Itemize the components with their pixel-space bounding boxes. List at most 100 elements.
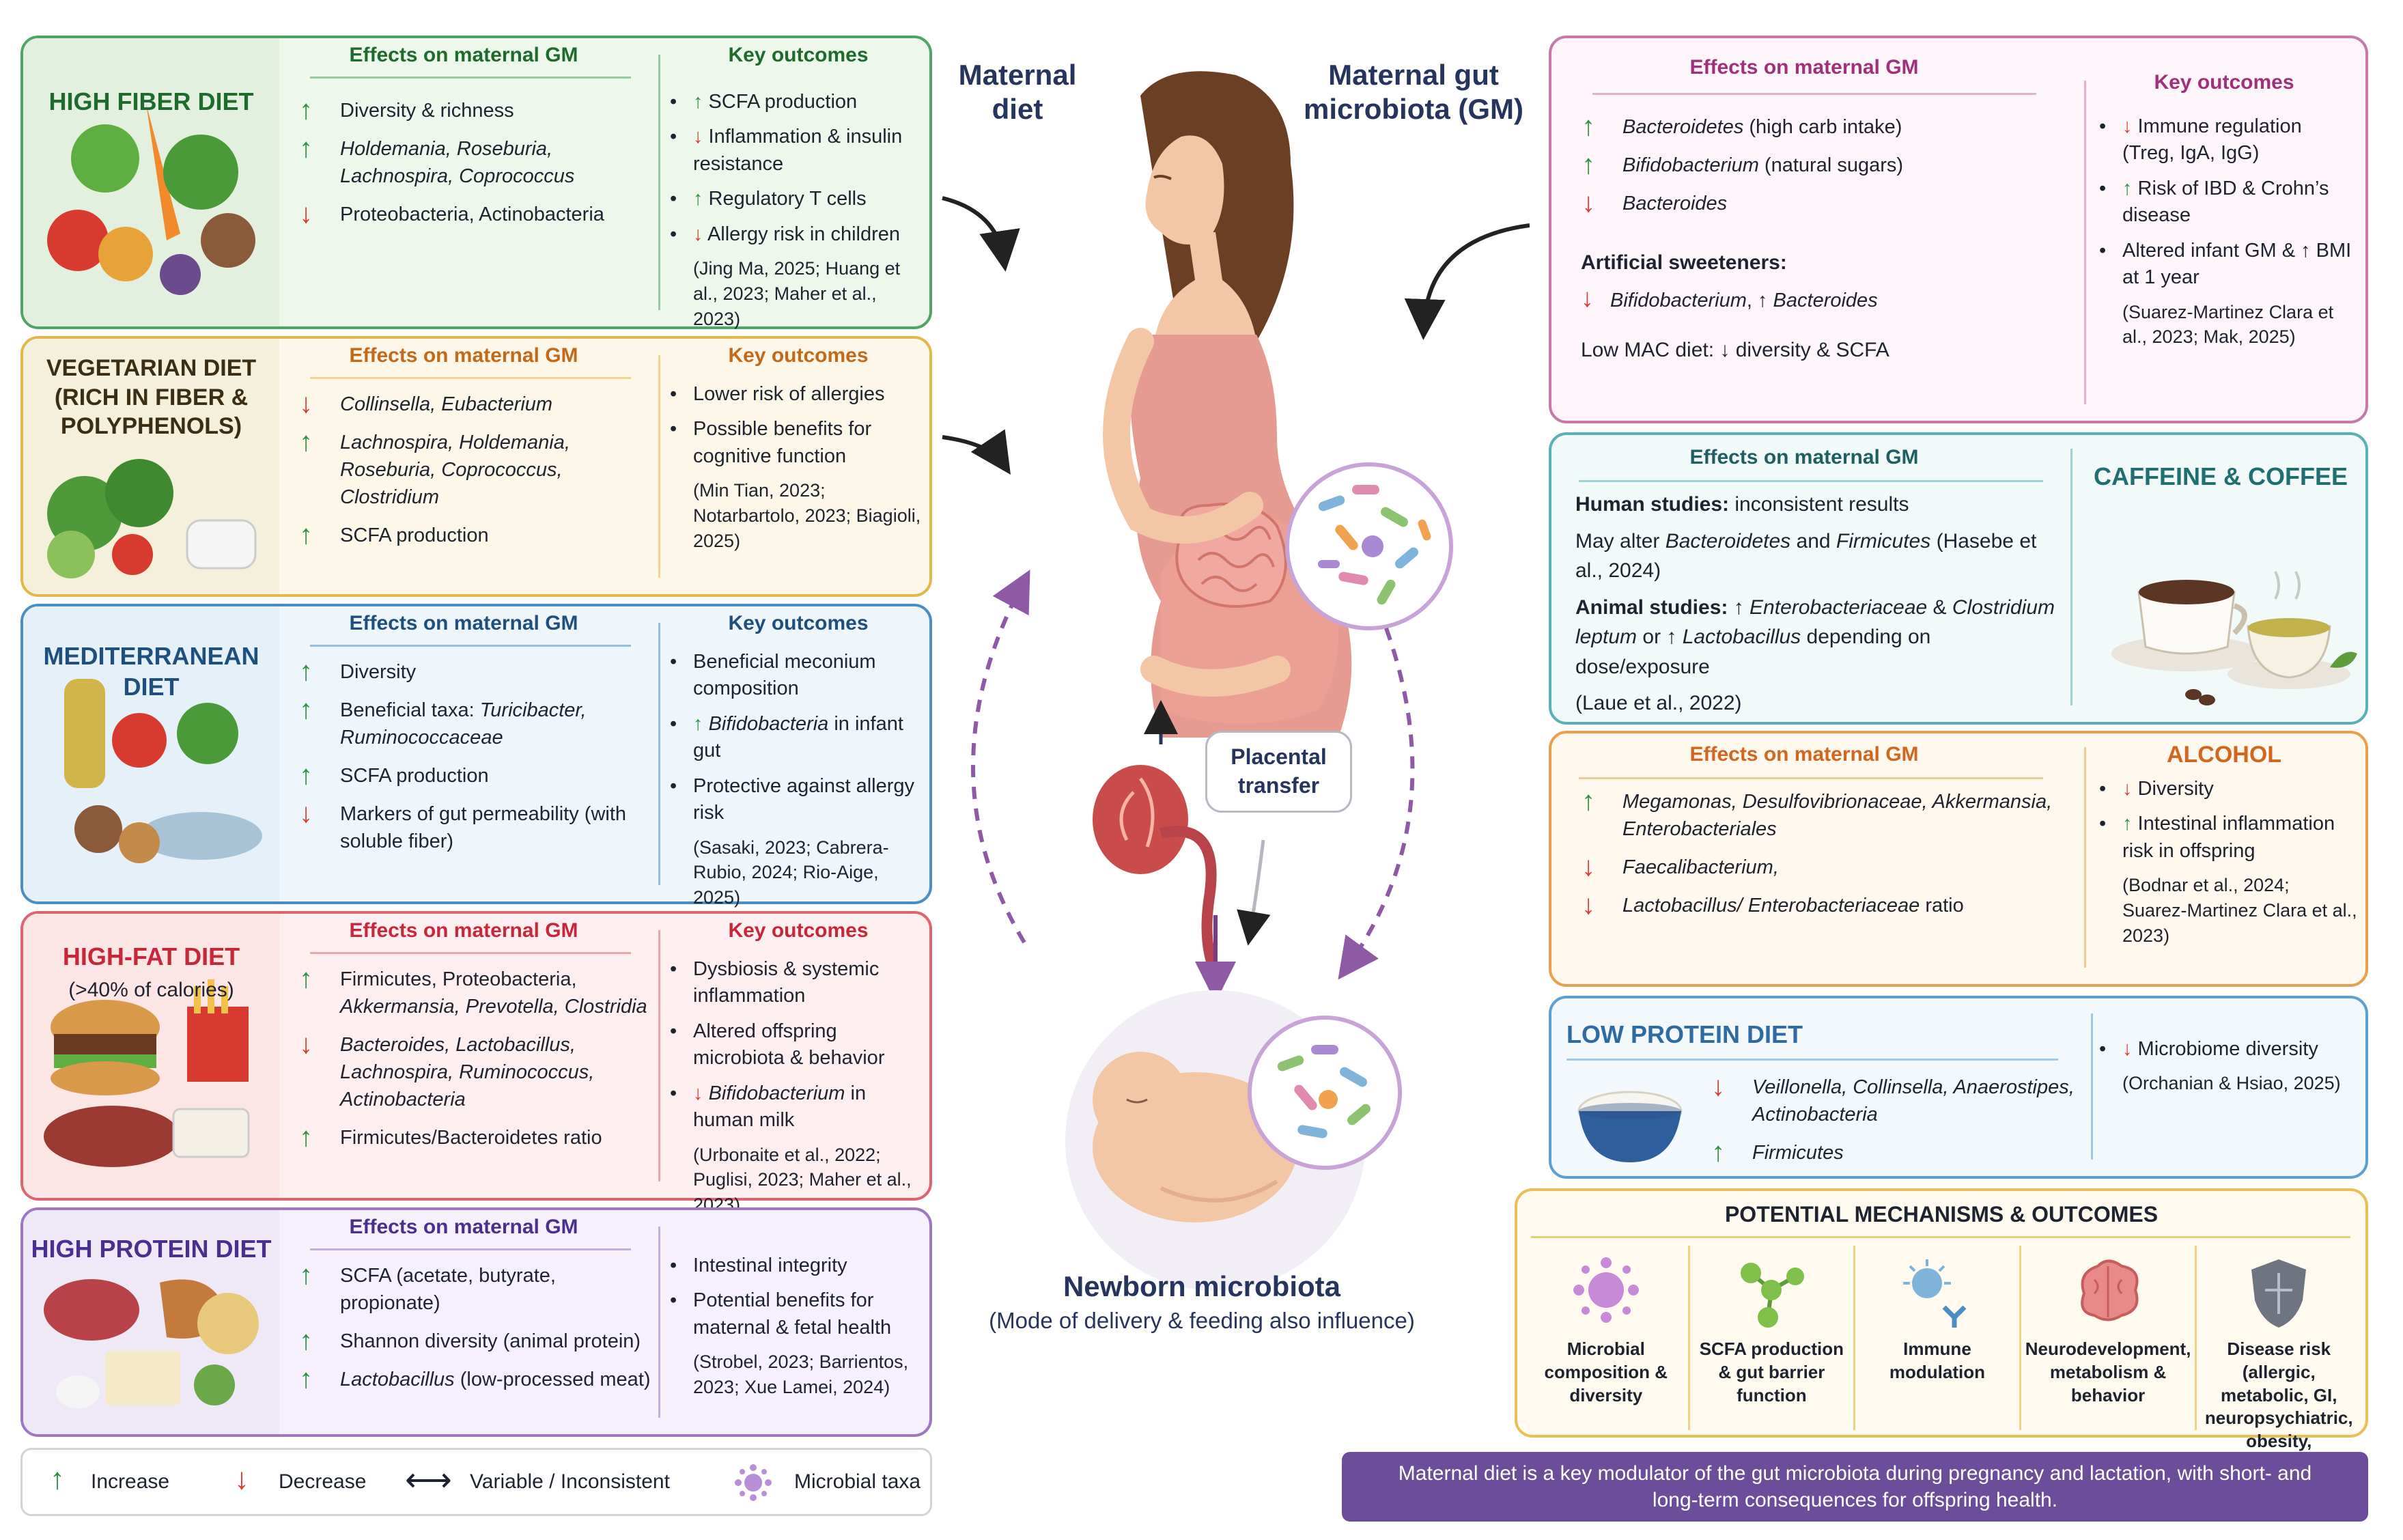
outcome-item: •↓ Diversity <box>2099 778 2214 800</box>
effect-item: ↓Veillonella, Collinsella, Anaerostipes,… <box>1711 1072 2075 1126</box>
mechanism-label: Microbial composition & diversity <box>1544 1339 1668 1405</box>
outcome-item: •Intestinal integrity <box>670 1255 847 1276</box>
sweet-effects-header: Effects on maternal GM <box>1689 56 1919 79</box>
maternal-diet-label: Maternal diet <box>958 59 1077 126</box>
caffeine-title: CAFFEINE & COFFEE <box>2093 462 2348 490</box>
sweet-outcomes-list: •↓ Immune regulation (Treg, IgA, IgG) •↑ … <box>2098 113 2357 350</box>
up-arrow-icon: ↑ <box>299 133 313 164</box>
effect-item: ↑Bacteroidetes (high carb intake) <box>1582 111 1902 141</box>
low-protein-card: LOW PROTEIN DIET ↓Veillonella, Collinsel… <box>1549 996 2368 1179</box>
effects-header: Effects on maternal GM <box>349 919 578 942</box>
up-arrow-icon: ↑ <box>1582 111 1595 141</box>
effects-list: ↓Collinsella, Eubacterium↑Lachnospira, H… <box>296 389 651 560</box>
mechanism-label: Immune modulation <box>1889 1339 1985 1382</box>
diet-title: VEGETARIAN DIET (RICH IN FIBER & POLYPHE… <box>46 355 257 439</box>
alcohol-effects-header: Effects on maternal GM <box>1689 743 1919 766</box>
outcome-item: •↓ Inflammation & insulin resistance <box>670 126 903 175</box>
outcomes-header: Key outcomes <box>728 919 869 942</box>
low-mac-line: Low MAC diet: ↓ diversity & SCFA <box>1581 339 1889 361</box>
legend-variable: Variable / Inconsistent <box>470 1470 670 1493</box>
references: (Orchanian & Hsiao, 2025) <box>2122 1073 2341 1094</box>
outcome-item: •↑ Regulatory T cells <box>670 188 867 210</box>
outcomes-list: •Intestinal integrity •Potential benefits… <box>669 1252 925 1400</box>
effect-item: ↑SCFA production <box>299 760 489 791</box>
effects-list: ↑Diversity↑Beneficial taxa: Turicibacter… <box>296 656 651 866</box>
effects-list: ↑Firmicutes, Proteobacteria, Akkermansia… <box>296 964 651 1162</box>
mechanisms-title: POTENTIAL MECHANISMS & OUTCOMES <box>1724 1202 2159 1227</box>
outcome-item: •↓ Microbiome diversity <box>2099 1038 2318 1060</box>
effects-list: ↑SCFA (acetate, butyrate, propionate)↑Sh… <box>296 1260 651 1404</box>
microbe-cluster-icon <box>1573 1257 1639 1323</box>
rice-bowl-icon <box>1577 1091 1683 1162</box>
effect-item: ↑SCFA production <box>299 520 489 550</box>
outcomes-header: Key outcomes <box>728 44 869 66</box>
outcomes-list: •Beneficial meconium composition •↑ Bifid… <box>669 649 925 910</box>
effect-item: ↓Faecalibacterium, <box>1582 852 1779 882</box>
effect-item: ↑Diversity <box>299 656 417 686</box>
effect-item: ↓Proteobacteria, Actinobacteria <box>299 199 604 229</box>
effects-header: Effects on maternal GM <box>349 1216 578 1238</box>
references: (Bodnar et al., 2024; Suarez-Martinez Cl… <box>2122 875 2357 946</box>
effect-item: ↑Megamonas, Desulfovibrionaceae, Akkerma… <box>1582 786 2053 841</box>
down-arrow-icon: ↓ <box>1711 1072 1725 1102</box>
food-illustration <box>23 1210 279 1434</box>
legend-box: ↑ Increase ↓ Decrease ⟷ Variable / Incon… <box>20 1448 932 1516</box>
up-arrow-icon: ↑ <box>1582 786 1595 816</box>
outcome-item: •↓ Immune regulation (Treg, IgA, IgG) <box>2099 115 2302 165</box>
outcome-item: •↑ Bifidobacteria in infant gut <box>670 712 903 762</box>
legend-taxa: Microbial taxa <box>794 1470 921 1493</box>
sweeteners-card: Effects on maternal GM Key outcomes ↑Bac… <box>1549 36 2368 423</box>
alcohol-effects-list: ↑Megamonas, Desulfovibrionaceae, Akkerma… <box>1579 786 2070 930</box>
summary-banner: Maternal diet is a key modulator of the … <box>1342 1452 2368 1522</box>
mechanism-item: Immune modulation <box>1855 1246 2021 1430</box>
outcome-item: •Potential benefits for maternal & fetal… <box>670 1289 892 1339</box>
down-arrow-icon: ↓ <box>299 389 313 419</box>
newborn-subtitle: (Mode of delivery & feeding also influen… <box>989 1308 1415 1333</box>
down-arrow-icon: ↓ <box>1582 188 1595 219</box>
food-illustration <box>23 914 279 1198</box>
shield-icon <box>2251 1259 2307 1328</box>
molecule-icon <box>1741 1263 1805 1328</box>
effect-item: ↓Markers of gut permeability (with solub… <box>299 798 627 853</box>
up-arrow-icon: ↑ <box>299 964 313 994</box>
low-protein-outcomes-list: •↓ Microbiome diversity (Orchanian & Hsia… <box>2098 1036 2357 1096</box>
food-illustration <box>23 606 279 901</box>
up-arrow-icon: ↑ <box>299 656 313 686</box>
effect-item: ↑Holdemania, Roseburia, Lachnospira, Cop… <box>299 133 575 188</box>
outcome-item: •Protective against allergy risk <box>670 774 914 824</box>
legend-increase: Increase <box>91 1470 170 1493</box>
mechanism-label: SCFA production & gut barrier function <box>1699 1339 1844 1405</box>
placental-transfer-label: Placental transfer <box>1205 731 1352 813</box>
outcome-item: •Possible benefits for cognitive functio… <box>670 418 872 467</box>
legend-decrease: Decrease <box>279 1470 367 1493</box>
down-arrow-icon: ↓ <box>1582 852 1595 882</box>
maternal-gm-label: Maternal gut microbiota (GM) <box>1304 59 1523 126</box>
mechanism-label: Neurodevelopment, metabolism & behavior <box>2025 1339 2191 1405</box>
up-arrow-icon: ↑ <box>299 1260 313 1290</box>
increase-arrow-icon: ↑ <box>50 1462 65 1496</box>
mechanism-item: SCFA production & gut barrier function <box>1690 1246 1856 1430</box>
up-arrow-icon: ↑ <box>299 1122 313 1153</box>
up-arrow-icon: ↑ <box>299 95 313 125</box>
alcohol-card: Effects on maternal GM ALCOHOL ↑Megamona… <box>1549 731 2368 987</box>
outcome-item: •Altered infant GM & ↑ BMI at 1 year <box>2099 239 2352 289</box>
microbial-taxa-icon <box>735 1464 772 1501</box>
food-illustration <box>23 38 279 326</box>
outcome-item: •↓ Allergy risk in children <box>670 223 900 245</box>
outcome-item: •↑ Risk of IBD & Crohn’s disease <box>2099 177 2329 227</box>
bidirectional-arrow-icon: ⟷ <box>405 1462 452 1498</box>
effects-header: Effects on maternal GM <box>349 44 578 66</box>
effect-item: ↑SCFA (acetate, butyrate, propionate) <box>299 1260 556 1315</box>
mechanism-item: Disease risk (allergic, metabolic, GI, n… <box>2197 1246 2361 1474</box>
up-arrow-icon: ↑ <box>299 427 313 458</box>
effect-item: ↓Collinsella, Eubacterium <box>299 389 553 419</box>
up-arrow-icon: ↑ <box>1711 1137 1725 1168</box>
references: (Urbonaite et al., 2022; Puglisi, 2023; … <box>693 1144 912 1216</box>
caffeine-card: Effects on maternal GM CAFFEINE & COFFEE… <box>1549 432 2368 725</box>
diet-title: MEDITERRANEAN DIET <box>43 642 259 701</box>
sweet-outcomes-header: Key outcomes <box>2154 71 2294 94</box>
up-arrow-icon: ↑ <box>1582 150 1595 180</box>
outcome-item: •Beneficial meconium composition <box>670 651 876 700</box>
down-arrow-icon: ↓ <box>299 1029 313 1060</box>
